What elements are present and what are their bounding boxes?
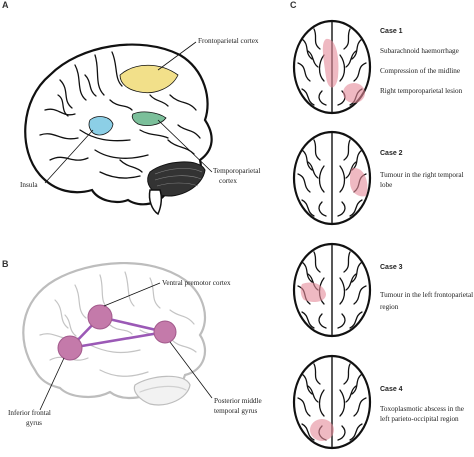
case-3-title: Case 3 bbox=[380, 264, 403, 271]
panel-letter-b: B bbox=[2, 259, 9, 269]
axial-slice-case-3 bbox=[292, 242, 372, 338]
pmtg-pointer bbox=[169, 341, 213, 399]
temporoparietal-pointer bbox=[157, 119, 213, 173]
node-ventral-premotor-cortex bbox=[87, 304, 113, 330]
label-ventral-premotor-cortex: Ventral premotor cortex bbox=[162, 279, 231, 287]
brainstem bbox=[148, 189, 163, 216]
insula-region bbox=[88, 116, 114, 136]
case-4-line-1: Toxoplasmotic abscess in the bbox=[380, 405, 464, 413]
node-inferior-frontal-gyrus bbox=[57, 335, 83, 361]
label-temporoparietal-line1: Temporoparietal bbox=[213, 167, 261, 175]
case-2-title: Case 2 bbox=[380, 150, 403, 157]
temporoparietal-region bbox=[131, 111, 167, 126]
label-posterior-middle-line2: temporal gyrus bbox=[214, 407, 258, 415]
case-2-line-2: lobe bbox=[380, 181, 393, 189]
brain-outline-grey bbox=[22, 262, 207, 400]
lesion-case-1-right bbox=[343, 83, 365, 103]
label-frontoparietal-cortex: Frontoparietal cortex bbox=[198, 37, 259, 45]
axial-slice-case-4 bbox=[292, 354, 372, 450]
case-4-line-2: left parieto-occipital region bbox=[380, 415, 459, 423]
lesion-case-2 bbox=[350, 167, 368, 197]
node-posterior-middle-temporal-gyrus bbox=[153, 320, 177, 344]
case-1-title: Case 1 bbox=[380, 28, 403, 35]
label-insula: Insula bbox=[20, 181, 38, 189]
label-inferior-frontal-line1: Inferior frontal bbox=[8, 409, 51, 417]
label-posterior-middle-line1: Posterior middle bbox=[214, 397, 262, 405]
case-1-line-1: Subarachnoid haemorrhage bbox=[380, 47, 459, 55]
case-3-line-2: region bbox=[380, 303, 399, 311]
case-1-line-2: Compression of the midline bbox=[380, 67, 461, 75]
edge-ifg-pmtg bbox=[69, 330, 166, 350]
frontoparietal-region bbox=[119, 64, 179, 94]
panel-letter-a: A bbox=[2, 0, 9, 10]
lesion-case-3 bbox=[300, 282, 326, 302]
case-1-line-3: Right temporoparietal lesion bbox=[380, 87, 463, 95]
ifg-pointer bbox=[39, 357, 65, 411]
cerebellum-grey bbox=[133, 375, 191, 406]
case-3-line-1: Tumour in the left frontoparietal bbox=[380, 291, 474, 299]
frontoparietal-pointer bbox=[157, 41, 197, 71]
case-2-line-1: Tumour in the right temporal bbox=[380, 171, 464, 179]
label-temporoparietal-line2: cortex bbox=[219, 177, 237, 185]
lesion-case-1-midline bbox=[322, 38, 339, 88]
case-4-title: Case 4 bbox=[380, 386, 403, 393]
panel-letter-c: C bbox=[290, 0, 297, 10]
lesion-case-4 bbox=[310, 419, 334, 441]
vpmc-pointer bbox=[103, 282, 161, 307]
axial-slice-case-1 bbox=[292, 19, 372, 115]
insula-pointer bbox=[44, 129, 94, 184]
cerebellum bbox=[147, 161, 206, 197]
label-inferior-frontal-line2: gyrus bbox=[26, 419, 42, 427]
axial-slice-case-2 bbox=[292, 130, 372, 226]
